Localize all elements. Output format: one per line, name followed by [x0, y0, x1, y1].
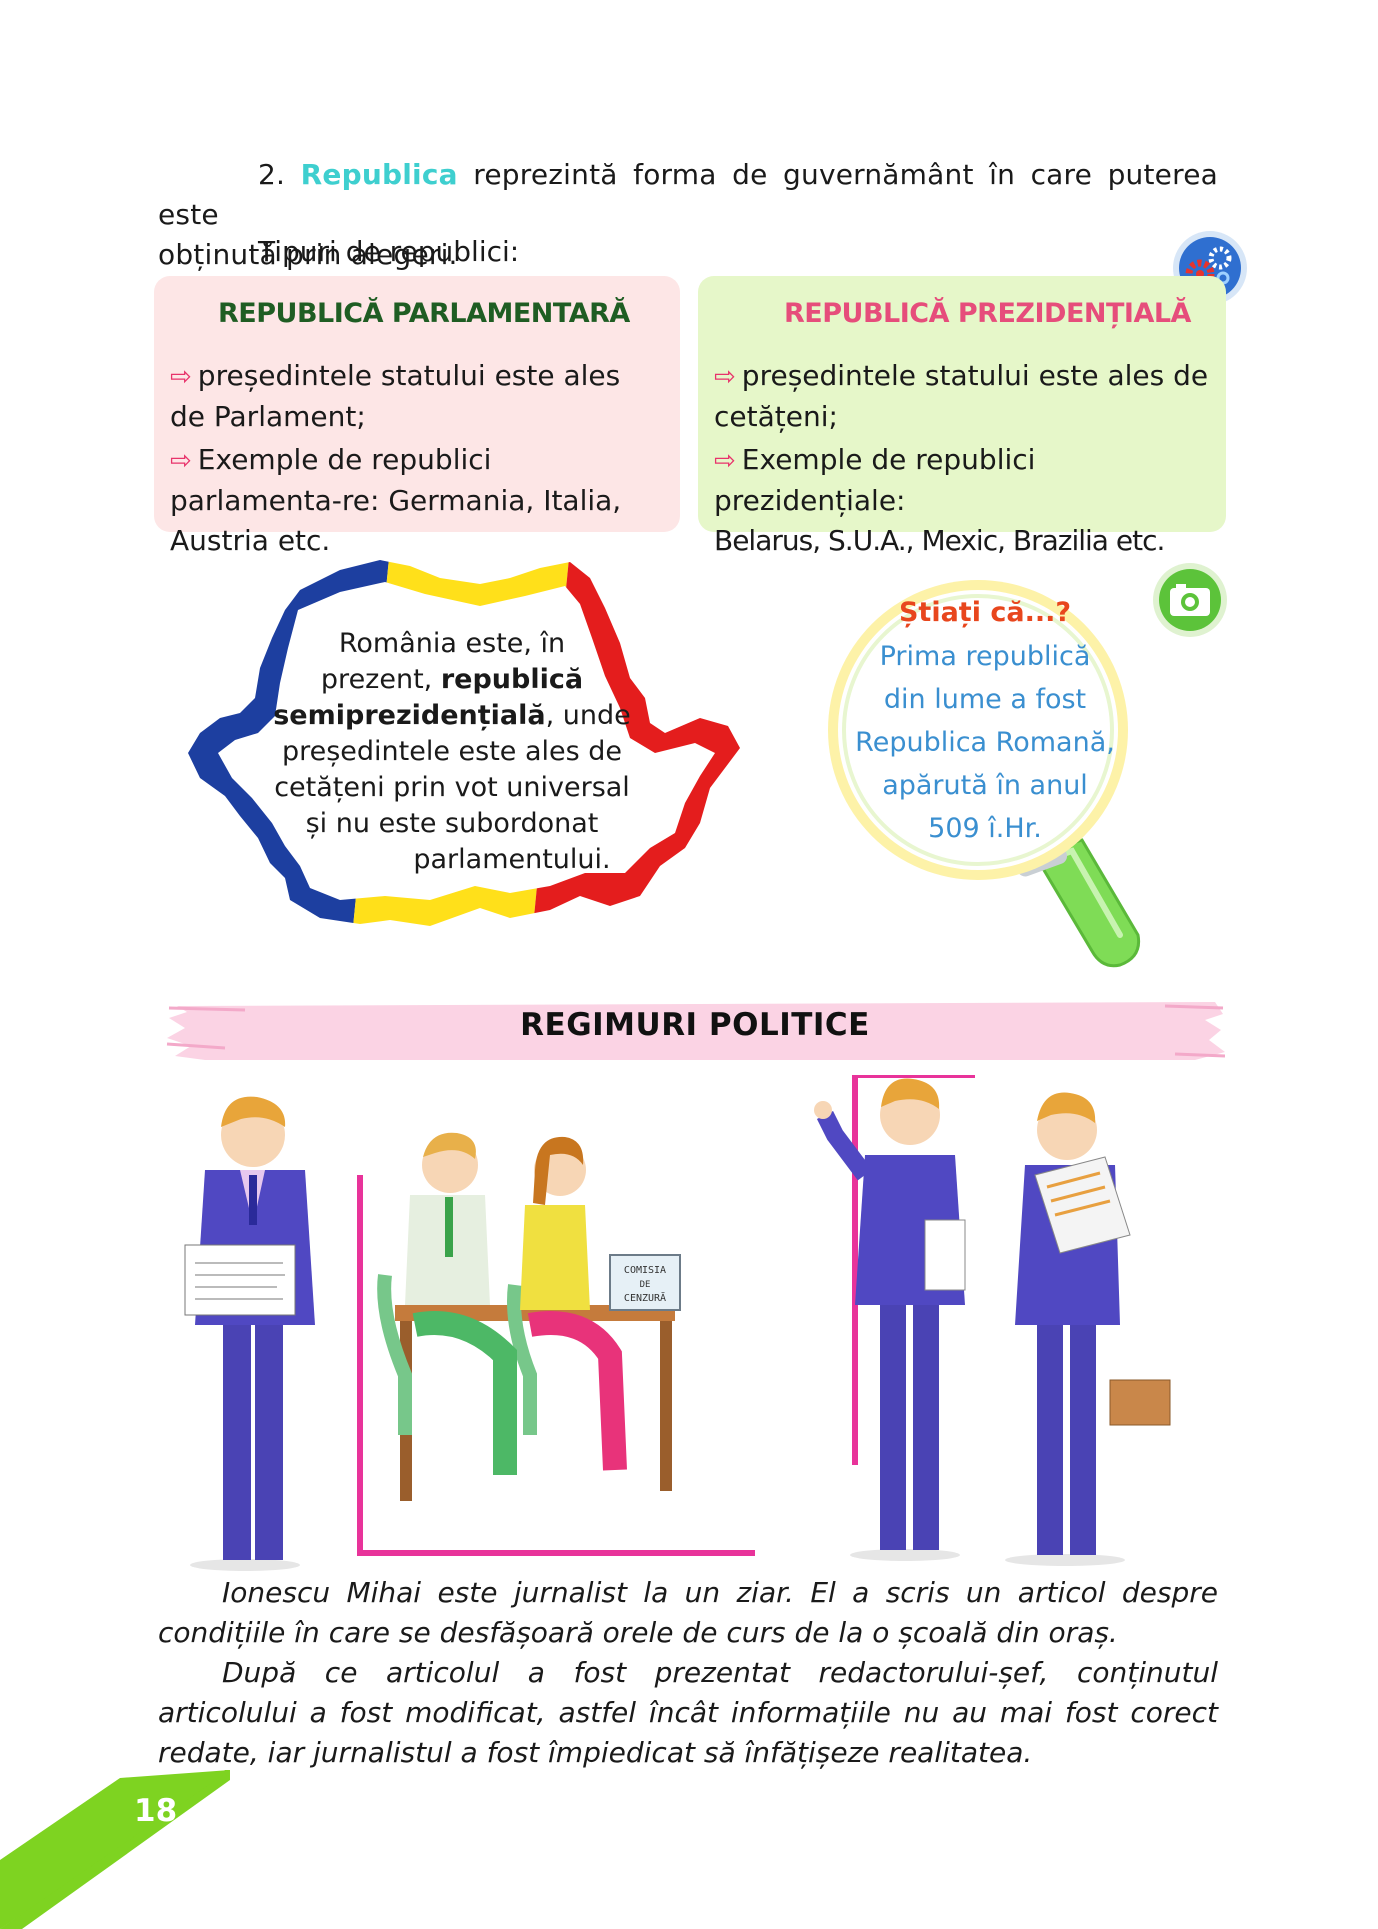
section-title: REGIMURI POLITICE [520, 1007, 870, 1043]
intro-line2: obținută prin alegeri. [158, 238, 458, 271]
map-text: România este, în prezent, republică semi… [273, 628, 631, 875]
section-banner [166, 1002, 1225, 1060]
list-item: ⇨președintele statului este ales de cetă… [714, 359, 1209, 433]
regimuri-illustration: COMISIA DE CENZURĂ [184, 1075, 1171, 1571]
arrow-icon: ⇨ [714, 362, 736, 392]
term-republica: Republica [300, 158, 458, 191]
box-title: REPUBLICĂ PREZIDENȚIALĂ [784, 298, 1191, 329]
magnifier-icon [828, 580, 1141, 968]
page-number: 18 [134, 1793, 178, 1829]
man-reading-newspaper [1005, 1092, 1171, 1566]
intro-paragraph: 2. Republica reprezintă forma de guvernă… [158, 155, 1218, 275]
item-number: 2. [258, 158, 286, 191]
story-paragraph-1: Ionescu Mihai este jurnalist la un ziar.… [158, 1576, 1218, 1649]
camera-icon [1153, 563, 1227, 637]
page-corner [0, 1770, 230, 1929]
man-holding-paper [184, 1096, 315, 1571]
box-republica-parlamentara: REPUBLICĂ PARLAMENTARĂ ⇨președintele sta… [154, 276, 680, 557]
types-label: Tipuri de republici: [258, 235, 520, 268]
svg-text:CENZURĂ: CENZURĂ [624, 1291, 666, 1304]
arrow-icon: ⇨ [170, 362, 192, 392]
arrow-icon: ⇨ [714, 446, 736, 476]
romania-map [188, 560, 740, 926]
stiati-title: Știați că...? [898, 597, 1072, 628]
man-presenting [814, 1078, 966, 1561]
list-item: ⇨președintele statului este ales de Parl… [170, 359, 621, 433]
svg-text:DE: DE [640, 1280, 651, 1290]
stiati-text: Prima republică din lume a fost Republic… [855, 641, 1115, 844]
sign-label: COMISIA [624, 1265, 666, 1276]
box-republica-prezidentiala: REPUBLICĂ PREZIDENȚIALĂ ⇨președintele st… [698, 276, 1226, 557]
list-item: ⇨Exemple de republici parlamenta-re: Ger… [170, 443, 622, 557]
intro-line1: reprezintă forma de guvernământ în care … [158, 158, 1218, 231]
arrow-icon: ⇨ [170, 446, 192, 476]
box-title: REPUBLICĂ PARLAMENTARĂ [218, 298, 630, 329]
story-paragraph-2: După ce articolul a fost prezentat redac… [158, 1656, 1218, 1769]
list-item: ⇨Exemple de republici prezidențiale: Bel… [714, 443, 1165, 557]
censorship-desk-scene: COMISIA DE CENZURĂ [377, 1132, 681, 1501]
